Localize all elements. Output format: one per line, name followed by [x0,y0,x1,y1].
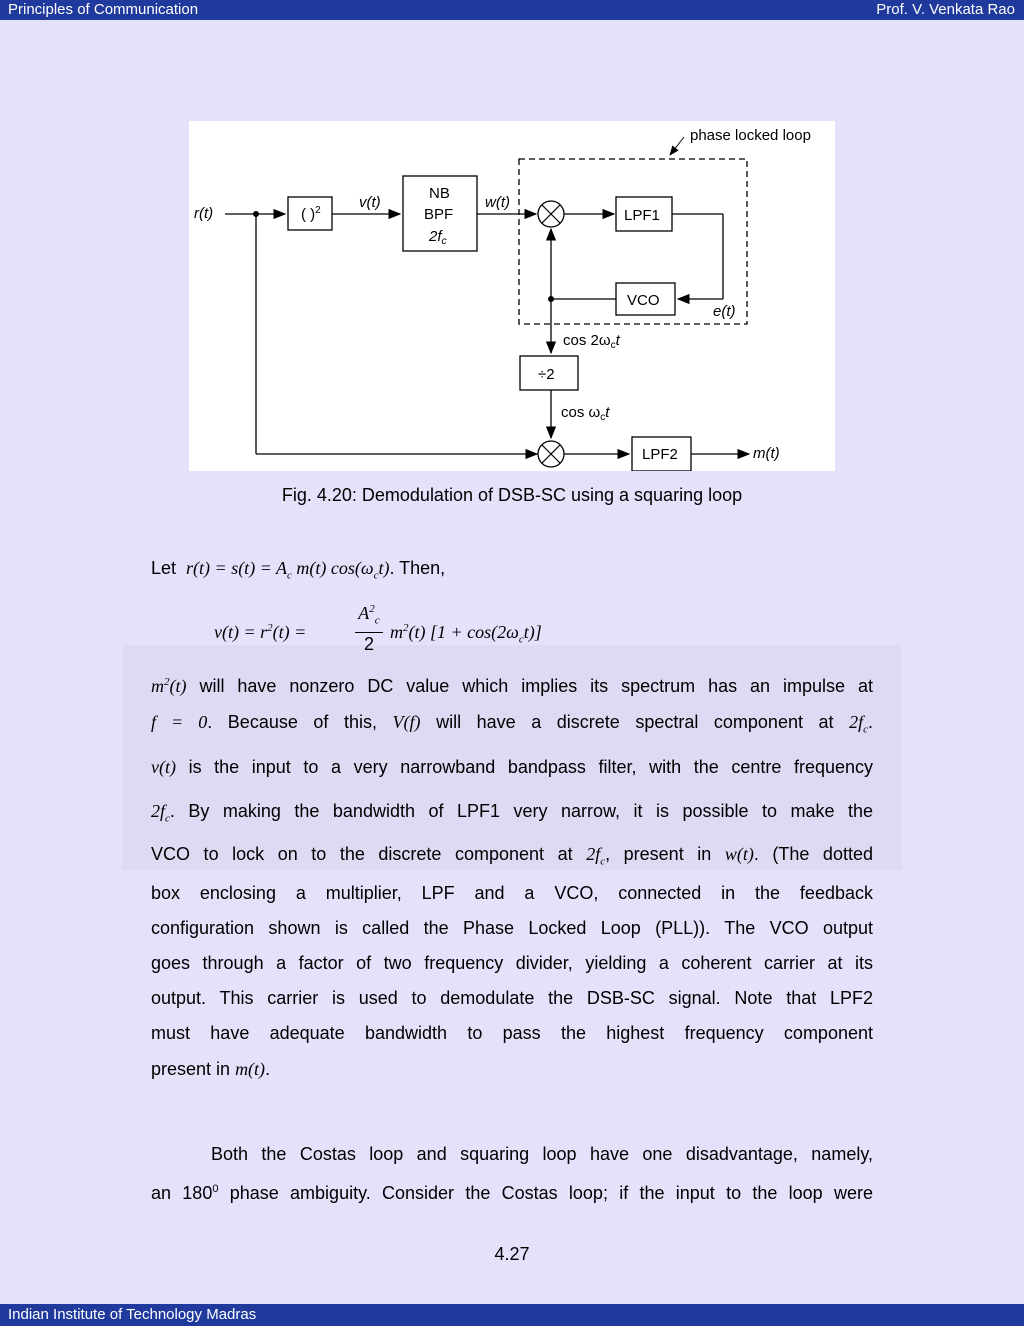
svg-text:BPF: BPF [424,206,453,223]
equation-fraction: A2c 2 [355,598,383,655]
svg-text:÷2: ÷2 [538,366,555,383]
cos2-label: cos 2ωct [563,332,621,351]
output-label: m(t) [753,445,780,462]
page-number: 4.27 [494,1244,530,1264]
p1-line-4: 2fc. By making the bandwidth of LPF1 ver… [151,801,873,825]
p1-line-5: VCO to lock on to the discrete component… [151,844,873,868]
p1-line-11: present in m(t). [151,1059,271,1079]
svg-text:VCO: VCO [627,292,660,309]
header-author: Prof. V. Venkata Rao [876,1,1015,18]
p1-line-10: must have adequate bandwidth to pass the… [151,1023,873,1043]
e-label: e(t) [713,303,736,320]
multiplier-1 [537,200,565,228]
paragraph-2: Both the Costas loop and squaring loop h… [151,1137,873,1207]
equation-vt: v(t) = r2(t) = [214,622,307,642]
let-line: Let r(t) = s(t) = Ac m(t) cos(ωct). Then… [151,558,446,582]
multiplier-2 [537,440,565,468]
equation-rhs: m2(t) [1 + cos(2ωct)] [390,622,542,646]
svg-text:LPF2: LPF2 [642,446,678,463]
p2-line-2: an 1800 phase ambiguity. Consider the Co… [151,1183,873,1203]
p1-line-3: v(t) is the input to a very narrowband b… [151,757,873,777]
block-diagram: phase locked loop r(t) ( )2 v(t) NB BPF … [189,121,835,471]
header-bar: Principles of Communication Prof. V. Ven… [0,0,1024,20]
p1-line-1: m2(t) will have nonzero DC value which i… [151,676,873,696]
svg-text:( )2: ( )2 [301,205,321,223]
cos1-label: cos ωct [561,404,610,423]
p2-line-1: Both the Costas loop and squaring loop h… [211,1144,873,1164]
w-label: w(t) [485,194,510,211]
footer-bar: Indian Institute of Technology Madras [0,1304,1024,1326]
footer-institute: Indian Institute of Technology Madras [8,1306,257,1323]
figure-caption: Fig. 4.20: Demodulation of DSB-SC using … [281,485,743,505]
pll-label: phase locked loop [690,127,811,144]
p1-line-7: configuration shown is called the Phase … [151,918,873,938]
input-label: r(t) [194,205,213,222]
svg-text:NB: NB [429,185,450,202]
p1-line-9: output. This carrier is used to demodula… [151,988,873,1008]
svg-text:2fc: 2fc [428,228,447,247]
p1-line-8: goes through a factor of two frequency d… [151,953,873,973]
svg-text:LPF1: LPF1 [624,207,660,224]
p1-line-6: box enclosing a multiplier, LPF and a VC… [151,883,873,903]
v-label: v(t) [359,194,381,211]
header-course-title: Principles of Communication [8,1,199,18]
p1-line-2: f = 0. Because of this, V(f) will have a… [151,712,874,736]
pll-dashed-box [518,158,748,325]
watermark-background [122,645,902,870]
divider-block [519,355,579,391]
paragraph-1: m2(t) will have nonzero DC value which i… [151,665,873,1088]
